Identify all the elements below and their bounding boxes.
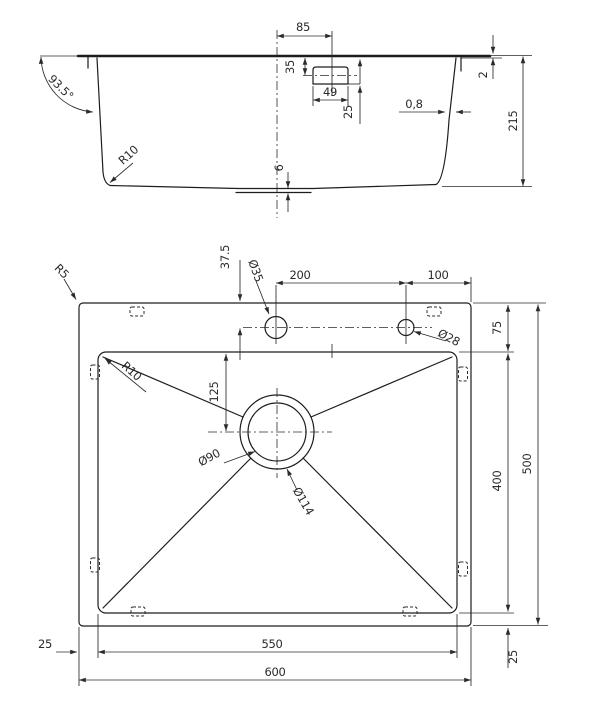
mounting-clip-mark: [458, 561, 468, 577]
plan-r10-leader: [104, 358, 147, 393]
mounting-clip-mark: [426, 306, 442, 317]
bowl-diagonal-br: [302, 457, 453, 609]
section-left-wall: [96, 57, 111, 187]
dim-25-label: 25: [341, 105, 355, 119]
section-r10-leader: [109, 162, 134, 183]
dim-6-label: 6: [272, 164, 286, 171]
dim-200-label: 200: [289, 268, 310, 282]
dia90-leader: [223, 451, 256, 464]
dia28-label: Ø28: [436, 326, 463, 349]
dim-08-label: 0,8: [405, 97, 422, 111]
dim-49-label: 49: [323, 85, 337, 99]
dia90-label: Ø90: [196, 446, 223, 469]
dia114-leader: [286, 468, 298, 491]
dia35-label: Ø35: [245, 258, 266, 284]
dia35-leader: [255, 280, 270, 315]
dim-35-label: 35: [283, 60, 297, 74]
section-r10-label: R10: [116, 143, 142, 168]
section-fitting-outline: [312, 66, 349, 85]
angle-arc: [38, 56, 94, 114]
mounting-clip-mark: [90, 557, 100, 573]
dim-375-label: 37.5: [218, 245, 232, 269]
section-view: 85 35 49 25 0,8 2 215 6 93.5° R10: [38, 20, 532, 218]
dim-2-label: 2: [476, 71, 490, 78]
dim-400-label: 400: [490, 470, 504, 491]
dim-215-label: 215: [506, 110, 520, 131]
dim-125-label: 125: [207, 381, 221, 402]
dim-500-label: 500: [520, 453, 534, 474]
mounting-clip-mark: [129, 306, 145, 317]
bowl-diagonal-tr: [310, 356, 453, 418]
plan-view: 200 100 37.5 Ø35 Ø28 R5 R10 125 Ø90 Ø114…: [38, 245, 548, 686]
section-bottom-line: [109, 183, 437, 190]
dia28-leader: [413, 331, 447, 342]
mounting-clip-mark: [458, 366, 468, 382]
dim-25-right-label: 25: [506, 650, 520, 664]
dim-100-label: 100: [427, 268, 448, 282]
plan-r10-label: R10: [119, 359, 145, 384]
plan-outer-rect: [78, 302, 472, 627]
dim-25-left-label: 25: [38, 637, 52, 651]
plan-bowl-rect: [97, 351, 458, 614]
mounting-clip-mark: [130, 606, 146, 617]
r5-leader: [63, 278, 77, 300]
dim-600-label: 600: [264, 665, 285, 679]
dim-550-label: 550: [261, 637, 282, 651]
bowl-diagonal-tl: [102, 356, 244, 418]
mounting-clip-mark: [90, 364, 100, 380]
dim-85-label: 85: [296, 20, 310, 34]
dim-75-label: 75: [490, 321, 504, 335]
r5-label: R5: [52, 261, 72, 281]
dia114-label: Ø114: [290, 485, 317, 518]
bowl-diagonal-bl: [102, 457, 252, 609]
mounting-clip-mark: [402, 606, 418, 617]
section-right-wall: [435, 57, 457, 186]
